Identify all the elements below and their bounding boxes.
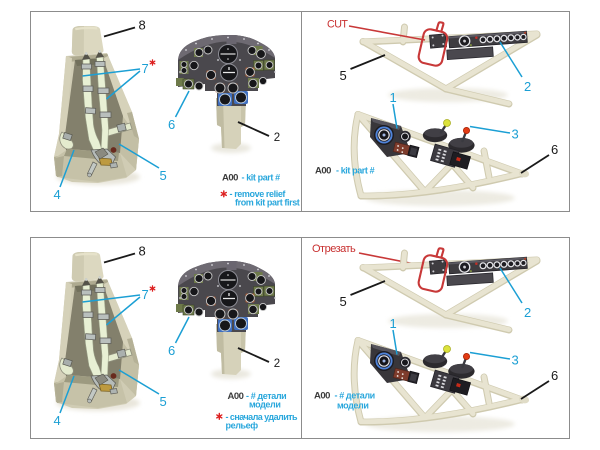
svg-text:- # детали: - # детали <box>246 391 286 401</box>
svg-text:A00: A00 <box>228 391 244 402</box>
svg-text:- kit part #: - kit part # <box>242 173 281 183</box>
svg-text:модели: модели <box>249 400 281 410</box>
svg-text:- сначала удалить: - сначала удалить <box>226 412 299 422</box>
svg-text:рельеф: рельеф <box>226 421 259 431</box>
svg-text:- remove relief: - remove relief <box>230 189 287 199</box>
svg-text:A00: A00 <box>222 173 238 184</box>
svg-text:Отрезать: Отрезать <box>312 243 356 255</box>
svg-text:- kit part #: - kit part # <box>336 166 375 176</box>
svg-text:A00: A00 <box>314 391 330 402</box>
svg-text:CUT: CUT <box>327 19 348 31</box>
svg-text:- # детали: - # детали <box>335 391 375 401</box>
svg-text:A00: A00 <box>315 166 331 177</box>
svg-text:модели: модели <box>337 401 369 411</box>
svg-text:from kit part first: from kit part first <box>235 198 300 208</box>
